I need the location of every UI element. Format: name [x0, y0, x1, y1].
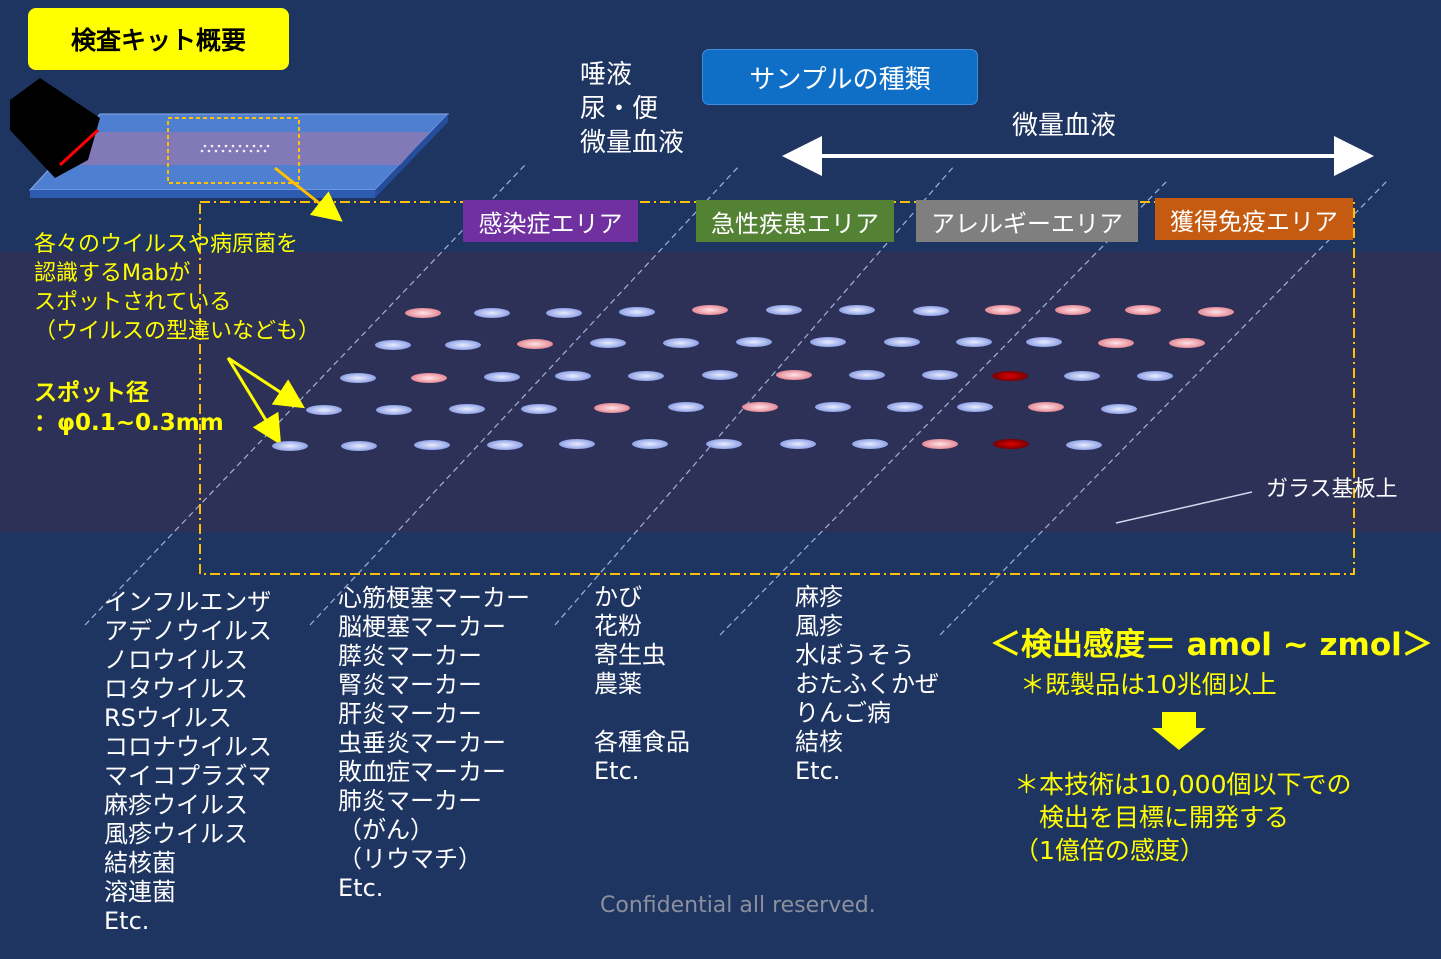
spot [632, 439, 668, 449]
glass-substrate-label: ガラス基板上 [1266, 477, 1398, 502]
area-label-infection: 感染症エリア [463, 200, 638, 242]
page-title: 検査キット概要 [28, 8, 289, 70]
spot-row-1 [405, 305, 1234, 318]
spot [1198, 307, 1234, 317]
spot [957, 402, 993, 412]
spot [1028, 402, 1064, 412]
spot [414, 440, 450, 450]
spot [521, 404, 557, 414]
confidential-footer: Confidential all reserved. [600, 893, 876, 918]
allergen-list: かび 花粉 寄生虫 農薬 各種食品 Etc. [594, 583, 690, 785]
spot [766, 305, 802, 315]
spot [706, 439, 742, 449]
spot [992, 371, 1028, 381]
spot [376, 405, 412, 415]
spot [849, 370, 885, 380]
test-kit-illustration [10, 78, 450, 198]
down-arrow-icon [1152, 712, 1206, 750]
spot-array [272, 305, 1234, 451]
development-goal-note: ＊本技術は10,000個以下での 検出を目標に開発する （1億倍の感度） [1014, 770, 1352, 865]
spot [839, 305, 875, 315]
spot [590, 338, 626, 348]
spot [1101, 404, 1137, 414]
spot [628, 371, 664, 381]
spot [340, 373, 376, 383]
spot [663, 338, 699, 348]
spot [985, 305, 1021, 315]
array-area-outline [199, 201, 1355, 575]
spot-pointer-arrows [226, 356, 306, 446]
spot [736, 337, 772, 347]
acute-marker-list: 心筋梗塞マーカー 脳梗塞マーカー 膵炎マーカー 腎炎マーカー 肝炎マーカー 虫垂… [338, 584, 530, 902]
spot [405, 308, 441, 318]
spot [810, 337, 846, 347]
spot [555, 371, 591, 381]
spot [559, 439, 595, 449]
immunity-list: 麻疹 風疹 水ぼうそう おたふくかぜ りんご病 結核 Etc. [795, 583, 939, 785]
spot [375, 340, 411, 350]
glass-leader-line [1115, 491, 1253, 524]
spot [306, 405, 342, 415]
spot-diameter-note: スポット径 ：φ0.1~0.3mm [34, 380, 224, 436]
spot [692, 305, 728, 315]
spot [702, 370, 738, 380]
spot [780, 439, 816, 449]
spot [1055, 305, 1091, 315]
spot [776, 370, 812, 380]
mini-spot-grid [200, 144, 270, 153]
spot [272, 441, 308, 451]
spot [619, 307, 655, 317]
spot [815, 402, 851, 412]
spot [546, 308, 582, 318]
spot [474, 308, 510, 318]
spot [887, 402, 923, 412]
glass-substrate-band [0, 252, 1441, 532]
spot [884, 337, 920, 347]
spot [1026, 337, 1062, 347]
area-label-allergy: アレルギーエリア [916, 200, 1138, 242]
spot [411, 373, 447, 383]
sample-types-list: 唾液 尿・便 微量血液 [580, 60, 685, 158]
infection-target-list: インフルエンザ アデノウイルス ノロウイルス ロタウイルス RSウイルス コロナ… [104, 588, 272, 935]
area-label-acute: 急性疾患エリア [696, 200, 894, 242]
spot [1066, 440, 1102, 450]
spot-row-3 [340, 370, 1173, 383]
spot [922, 370, 958, 380]
spot [445, 340, 481, 350]
zoom-arrow [274, 166, 343, 222]
spot-row-5 [272, 439, 1102, 451]
spot [517, 339, 553, 349]
sensitivity-heading: ＜検出感度＝ amol ~ zmol＞ [990, 627, 1433, 663]
spot-row-4 [306, 402, 1137, 415]
sample-type-header: サンプルの種類 [702, 49, 978, 105]
spot [1169, 338, 1205, 348]
spot [913, 306, 949, 316]
area-divider-lines [84, 164, 1389, 636]
spot [1064, 371, 1100, 381]
spot [449, 404, 485, 414]
spot [742, 402, 778, 412]
spot [993, 439, 1029, 449]
micro-blood-label: 微量血液 [1012, 111, 1117, 141]
spot [1137, 371, 1173, 381]
spot [668, 402, 704, 412]
spot [1098, 338, 1134, 348]
existing-product-note: ＊既製品は10兆個以上 [1020, 670, 1277, 699]
area-label-immunity: 獲得免疫エリア [1155, 198, 1353, 240]
spot [341, 441, 377, 451]
mab-note: 各々のウイルスや病原菌を 認識するMabが スポットされている （ウイルスの型違… [34, 232, 321, 344]
spot [852, 439, 888, 449]
spot [1125, 305, 1161, 315]
spot [922, 439, 958, 449]
spot [487, 440, 523, 450]
spot [594, 403, 630, 413]
spot-row-2 [375, 337, 1205, 350]
spot [484, 372, 520, 382]
spot [956, 337, 992, 347]
